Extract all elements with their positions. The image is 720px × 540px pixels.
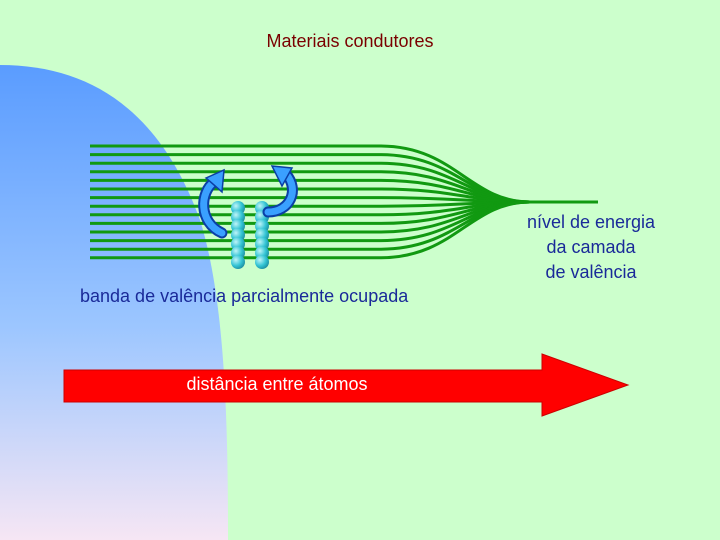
energy-label-line-1: nível de energia (526, 212, 656, 232)
band-label: banda de valência parcialmente ocupada (80, 286, 409, 306)
electron (255, 255, 269, 269)
background-blob (0, 65, 228, 540)
energy-line (90, 200, 598, 260)
diagram-title: Materiais condutores (266, 31, 434, 51)
curved-arrow-right-icon (262, 165, 298, 218)
energy-label-line-2: da camada (546, 237, 636, 257)
energy-level-lines (90, 144, 598, 260)
electron (231, 255, 245, 269)
curved-arrow-left-icon (198, 168, 228, 239)
distance-arrow (63, 353, 630, 417)
energy-level-label: nível de energia da camada de valência (506, 210, 676, 285)
energy-label-line-3: de valência (545, 262, 637, 282)
arrow-label: distância entre átomos (186, 374, 368, 394)
